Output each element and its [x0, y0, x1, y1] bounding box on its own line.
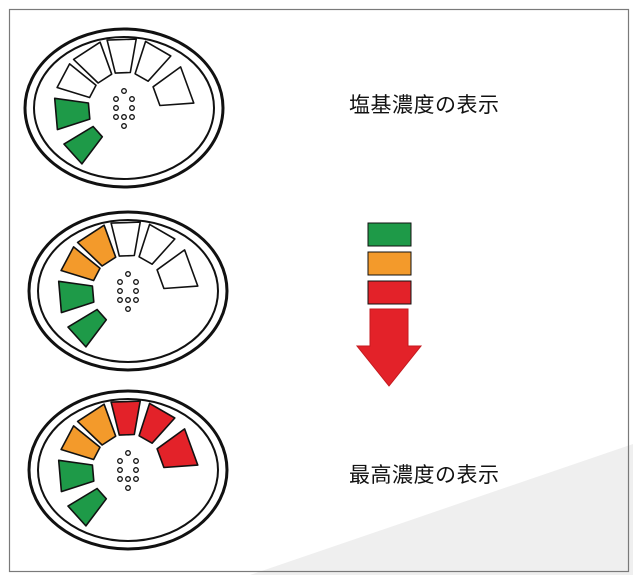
gauges-group	[23, 27, 229, 551]
center-dot	[113, 96, 119, 102]
center-dot	[121, 88, 127, 94]
center-dot	[121, 123, 127, 129]
gauge-segment-4-empty	[72, 41, 113, 84]
gauge-center-dots	[113, 88, 135, 129]
gauge-segment-4-orange	[76, 403, 117, 446]
gauge-segment-3-orange	[60, 246, 101, 282]
center-dot	[125, 297, 131, 303]
gauge-segment-1-green	[63, 125, 104, 165]
center-dot	[117, 279, 123, 285]
center-dot	[125, 306, 131, 312]
gauge-segment-5-empty	[106, 38, 137, 74]
center-dot	[125, 485, 131, 491]
gauge-segment-7-red	[156, 428, 199, 469]
center-dot	[129, 96, 135, 102]
base-level-gauge	[23, 27, 225, 189]
gauge-inner-ring	[37, 219, 219, 363]
gauge-segment-6-red	[138, 402, 176, 444]
center-dot	[133, 458, 139, 464]
frame-border	[8, 8, 630, 573]
gauge-segment-2-green	[57, 459, 95, 493]
gauge-segment-2-green	[53, 97, 91, 131]
base-concentration-label: 塩基濃度の表示	[349, 93, 500, 117]
gauge-inner-ring	[37, 398, 219, 542]
gauge-segment-1-green	[67, 487, 108, 527]
gauge-center-dots	[117, 450, 139, 491]
gauge-segment-3-empty	[56, 63, 97, 99]
gauge-segment-4-orange	[76, 224, 117, 267]
max-level-gauge	[27, 389, 229, 551]
background-shade	[250, 444, 633, 575]
gauge-segment-5-empty	[110, 221, 141, 257]
gauge-segment-2-green	[57, 280, 95, 314]
gauge-segment-3-orange	[60, 425, 101, 461]
center-dot	[117, 458, 123, 464]
center-dot	[125, 271, 131, 277]
down-arrow-icon	[355, 308, 423, 387]
center-dot	[117, 288, 123, 294]
gauge-segment-1-green	[67, 308, 108, 348]
center-dot	[117, 476, 123, 482]
center-dot	[133, 476, 139, 482]
legend-step-orange	[367, 251, 412, 276]
center-dot	[117, 467, 123, 473]
center-dot	[121, 114, 127, 120]
center-dot	[129, 114, 135, 120]
legend-step-red	[367, 280, 412, 305]
center-dot	[117, 297, 123, 303]
max-concentration-label: 最高濃度の表示	[349, 463, 500, 487]
gauge-segment-5-red	[110, 400, 141, 436]
mid-level-gauge	[27, 210, 229, 372]
gauge-segment-6-empty	[134, 40, 172, 82]
center-dot	[113, 105, 119, 111]
concentration-legend	[367, 222, 412, 305]
center-dot	[125, 450, 131, 456]
gauge-segment-7-empty	[152, 66, 195, 107]
gauge-inner-ring	[33, 36, 215, 180]
legend-step-green	[367, 222, 412, 247]
center-dot	[133, 279, 139, 285]
gauge-segment-7-empty	[156, 249, 199, 290]
center-dot	[125, 476, 131, 482]
center-dot	[113, 114, 119, 120]
gauge-center-dots	[117, 271, 139, 312]
center-dot	[133, 467, 139, 473]
center-dot	[133, 288, 139, 294]
gauge-segment-6-empty	[138, 223, 176, 265]
center-dot	[133, 297, 139, 303]
center-dot	[129, 105, 135, 111]
